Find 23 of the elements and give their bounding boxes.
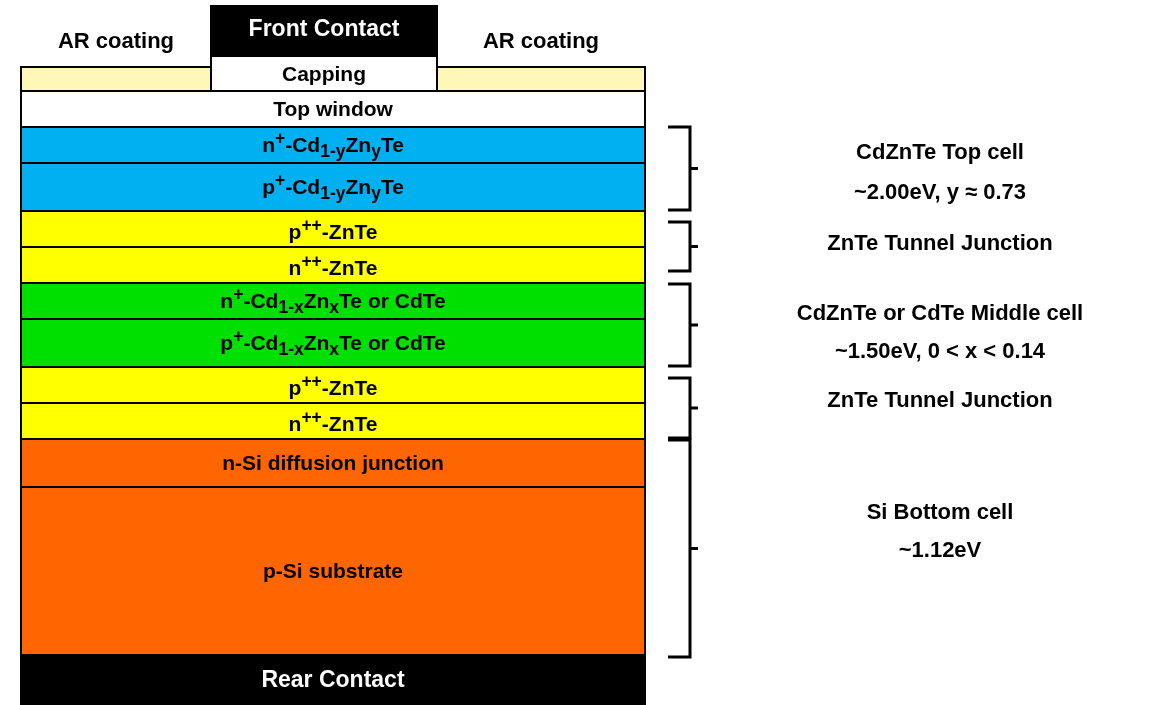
layer: n$^{++}$-ZnTe [20, 246, 646, 284]
contact-layer: Rear Contact [20, 654, 646, 705]
layer: p$^{++}$-ZnTe [20, 366, 646, 404]
layer-label: AR coating [481, 28, 601, 54]
cell-label: ~1.12eV [897, 537, 983, 563]
layer-label: AR coating [56, 28, 176, 54]
layer: p$^{+}$-Cd$_{1-x}$Zn$_{x}$Te or CdTe [20, 318, 646, 368]
layer: n$^{+}$-Cd$_{1-x}$Zn$_{x}$Te or CdTe [20, 282, 646, 320]
contact-layer: Front Contact [210, 5, 438, 57]
cell-label: ~1.50eV, 0 < x < 0.14 [833, 338, 1047, 364]
cell-label: CdZnTe Top cell [855, 139, 1025, 165]
layer: n-Si diffusion junction [20, 438, 646, 488]
cell-label: ZnTe Tunnel Junction [826, 230, 1054, 256]
layer: n$^{+}$-Cd$_{1-y}$Zn$_{y}$Te [20, 126, 646, 164]
layer: Top window [20, 90, 646, 128]
cell-label: ZnTe Tunnel Junction [826, 387, 1054, 413]
layer: p$^{+}$-Cd$_{1-y}$Zn$_{y}$Te [20, 162, 646, 212]
layer: n$^{++}$-ZnTe [20, 402, 646, 440]
layer: p$^{++}$-ZnTe [20, 210, 646, 248]
cell-label: Si Bottom cell [865, 499, 1015, 525]
cell-label: CdZnTe or CdTe Middle cell [795, 300, 1085, 326]
layer: p-Si substrate [20, 486, 646, 656]
cell-label: ~2.00eV, y ≈ 0.73 [852, 179, 1028, 205]
